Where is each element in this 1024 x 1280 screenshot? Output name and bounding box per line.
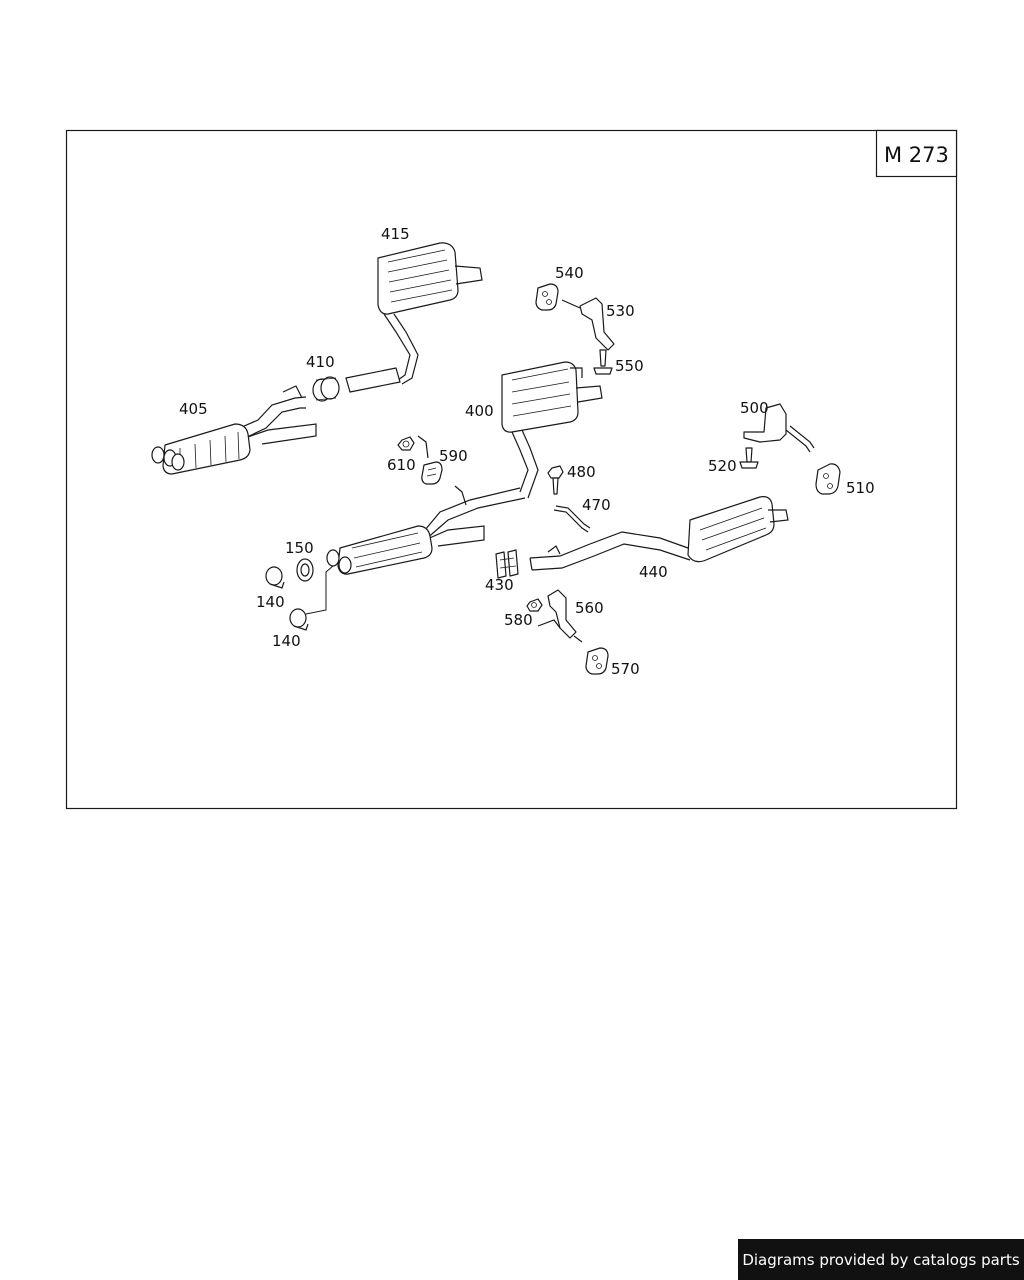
part-label-520: 520 [708,457,737,475]
part-label-440: 440 [639,563,668,581]
part-label-580: 580 [504,611,533,629]
credit-text: Diagrams provided by catalogs parts [742,1250,1020,1269]
part-400-drawing[interactable] [501,361,603,499]
part-label-410: 410 [306,353,335,371]
part-560-drawing[interactable] [537,589,583,643]
part-570-drawing[interactable] [585,647,609,675]
part-label-430: 430 [485,576,514,594]
part-510-drawing[interactable] [815,463,841,495]
part-label-405: 405 [179,400,208,418]
part-580-drawing[interactable] [526,598,543,612]
part-label-480: 480 [567,463,596,481]
part-430-drawing[interactable] [495,549,519,579]
part-140a-drawing[interactable] [265,566,285,589]
part-label-415: 415 [381,225,410,243]
part-480-drawing[interactable] [547,465,564,495]
part-610-drawing[interactable] [397,436,415,451]
part-label-590: 590 [439,447,468,465]
part-470-drawing[interactable] [553,505,591,533]
part-label-400: 400 [465,402,494,420]
part-500-drawing[interactable] [743,403,815,453]
part-405-drawing[interactable] [151,385,317,475]
part-440-drawing[interactable] [529,496,789,571]
credit-banner: Diagrams provided by catalogs parts [738,1239,1024,1280]
part-550-drawing[interactable] [593,349,613,375]
part-label-500: 500 [740,399,769,417]
part-label-560: 560 [575,599,604,617]
part-label-140a: 140 [256,593,285,611]
part-520-drawing[interactable] [739,447,759,469]
part-label-540: 540 [555,264,584,282]
part-410-drawing[interactable] [312,376,340,402]
middle-pipe-drawing [326,485,526,575]
model-code: M 273 [884,143,949,167]
part-label-610: 610 [387,456,416,474]
part-540-drawing[interactable] [535,283,559,311]
part-140b-drawing[interactable] [289,608,309,631]
part-150-drawing[interactable] [296,558,314,582]
part-590-drawing[interactable] [417,435,443,485]
part-415-drawing[interactable] [377,242,483,385]
part-label-510: 510 [846,479,875,497]
link-pipe-drawing [345,367,401,393]
part-label-140b: 140 [272,632,301,650]
part-label-530: 530 [606,302,635,320]
model-code-box: M 273 [875,129,958,178]
part-530-drawing[interactable] [561,297,615,351]
part-label-150: 150 [285,539,314,557]
part-label-470: 470 [582,496,611,514]
leader-140b [305,565,334,615]
diagram-frame [65,129,958,810]
part-label-570: 570 [611,660,640,678]
part-label-550: 550 [615,357,644,375]
